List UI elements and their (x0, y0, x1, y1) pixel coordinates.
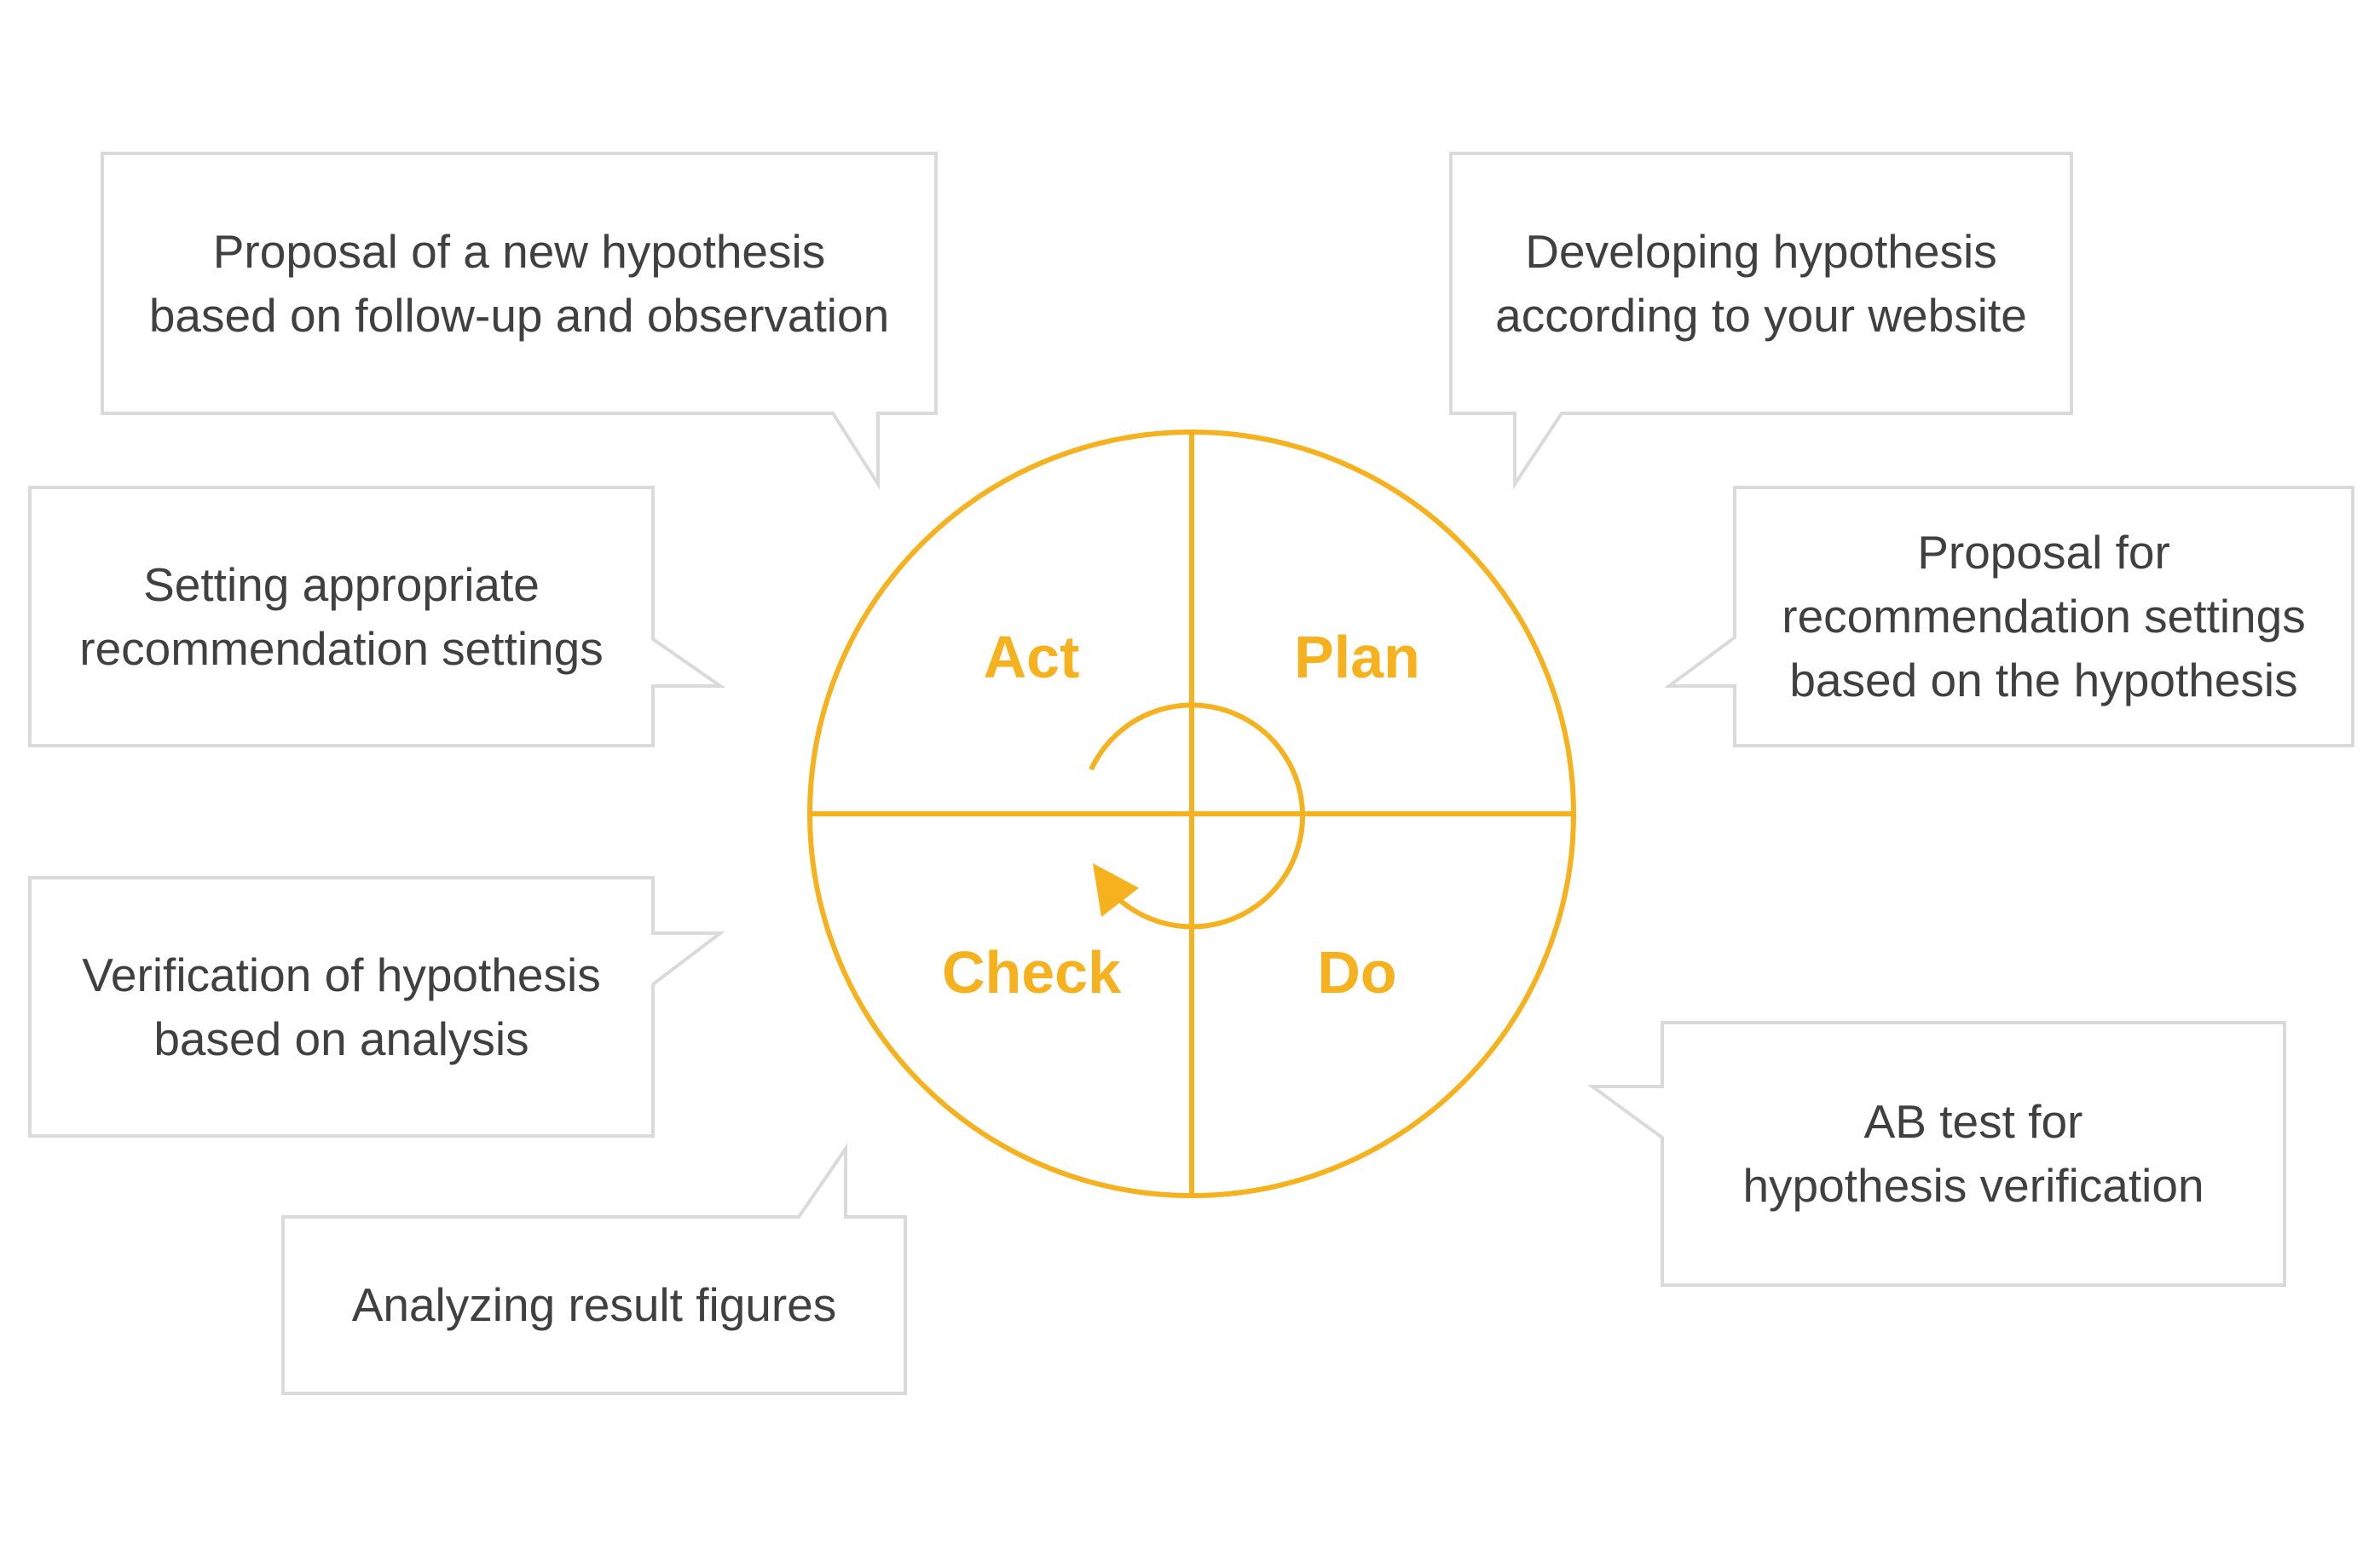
quadrant-do: Do (1317, 939, 1396, 1006)
quadrant-check: Check (942, 939, 1121, 1006)
callout-setting: Setting appropriate recommendation setti… (79, 557, 604, 675)
quadrant-act: Act (984, 624, 1080, 690)
callout-box-verification (28, 876, 725, 1138)
callout-proposal-new: Proposal of a new hypothesis based on fo… (148, 224, 890, 342)
callout-verification: Verification of hypothesis based on anal… (82, 948, 601, 1065)
callout-analyzing: Analyzing result figures (351, 1278, 837, 1331)
callout-box-ab-test (1586, 1021, 2286, 1287)
callout-proposal-settings: Proposal for recommendation settings bas… (1782, 526, 2306, 706)
callout-developing: Developing hypothesis according to your … (1495, 224, 2027, 342)
callout-box-setting (28, 486, 726, 747)
quadrant-plan: Plan (1294, 624, 1420, 690)
callout-ab-test: AB test for hypothesis verification (1742, 1095, 2204, 1212)
callout-box-analyzing (281, 1143, 907, 1395)
callout-box-developing (1449, 152, 2073, 490)
callout-box-proposal-settings (1663, 486, 2354, 747)
cycle-arrowhead-icon (1093, 863, 1139, 917)
cycle-arrow-arc (1089, 702, 1306, 930)
callout-box-proposal-new (101, 152, 938, 490)
